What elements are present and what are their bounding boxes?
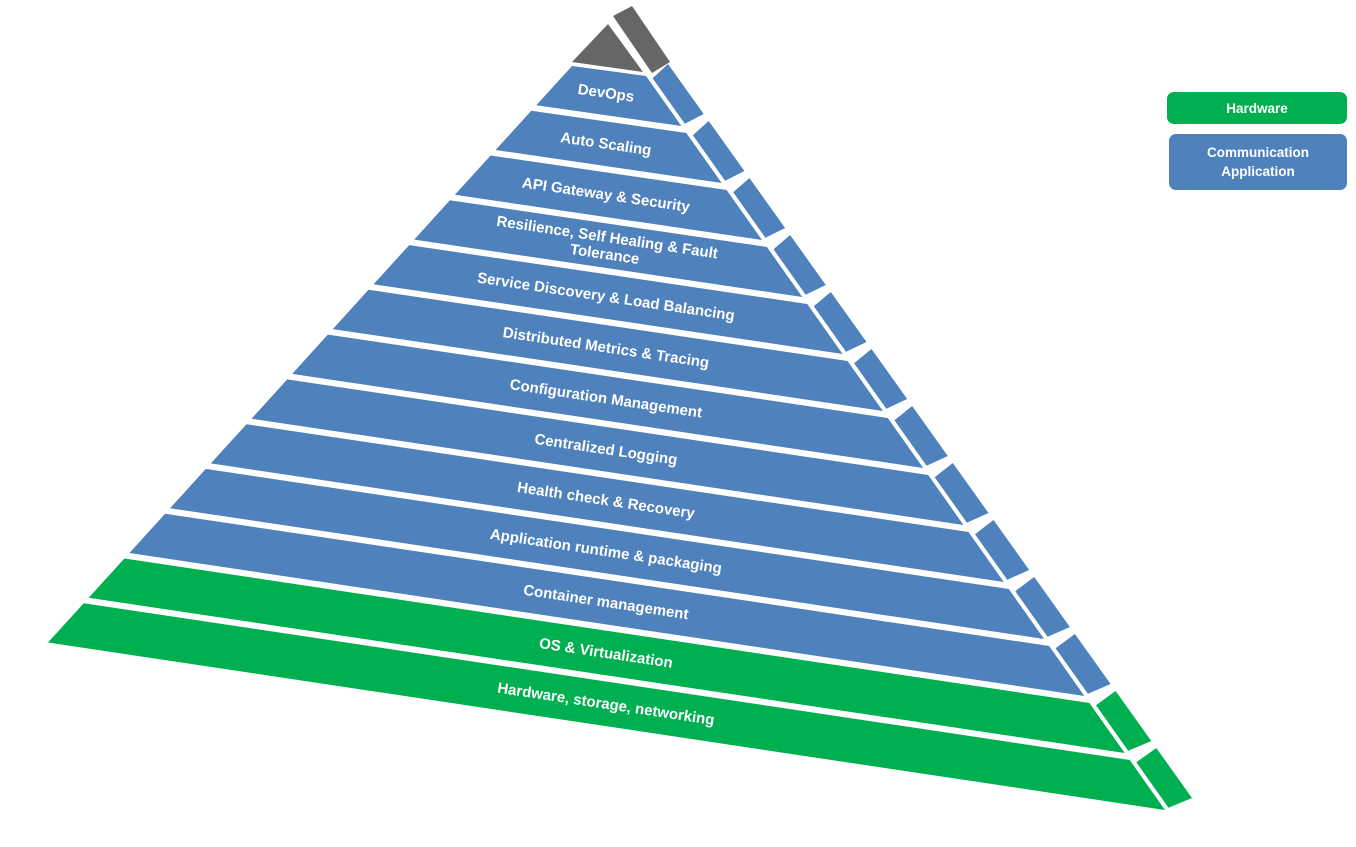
layer-side-face bbox=[934, 463, 989, 523]
legend-communication-application-label: Communication Application bbox=[1206, 145, 1309, 179]
layer-side-face bbox=[773, 235, 826, 295]
layer-front-face bbox=[332, 289, 883, 411]
layer-front-face bbox=[536, 66, 682, 126]
layer-front-face bbox=[414, 200, 803, 297]
layer-side-face bbox=[975, 520, 1030, 580]
layer-side-face bbox=[1015, 577, 1070, 637]
layer-side-face bbox=[733, 178, 786, 238]
legend-hardware-label: Hardware bbox=[1226, 100, 1288, 116]
pyramid-layer: Auto Scaling bbox=[495, 110, 745, 183]
layer-side-face bbox=[894, 406, 948, 466]
layer-side-face bbox=[813, 292, 867, 352]
layer-front-face bbox=[495, 110, 722, 183]
pyramid-layer: OS & Virtualization bbox=[88, 558, 1152, 753]
layer-side-face bbox=[1096, 691, 1152, 751]
legend-hardware: Hardware bbox=[1167, 92, 1347, 124]
pyramid-layer: API Gateway & Security bbox=[454, 155, 786, 240]
pyramid-apex bbox=[572, 6, 670, 73]
legend-communication-application: Communication Application bbox=[1169, 134, 1347, 190]
layer-side-face bbox=[854, 349, 908, 409]
layer-front-face bbox=[251, 379, 964, 525]
pyramid-layer: Centralized Logging bbox=[251, 379, 989, 525]
layer-side-face bbox=[652, 64, 704, 124]
layer-front-face bbox=[454, 155, 762, 240]
layer-side-face bbox=[1055, 634, 1111, 694]
pyramid-layer: DevOps bbox=[536, 64, 704, 126]
apex-side-face bbox=[613, 6, 670, 73]
layer-front-face bbox=[210, 424, 1004, 582]
layer-side-face bbox=[692, 121, 745, 181]
layer-front-face bbox=[170, 468, 1045, 639]
layer-side-face bbox=[1136, 748, 1192, 808]
apex-front-face bbox=[572, 24, 643, 72]
layer-front-face bbox=[48, 603, 1165, 810]
layer-front-face bbox=[373, 245, 843, 354]
layer-front-face bbox=[292, 334, 924, 468]
layer-front-face bbox=[88, 558, 1125, 753]
layer-front-face bbox=[129, 513, 1085, 696]
